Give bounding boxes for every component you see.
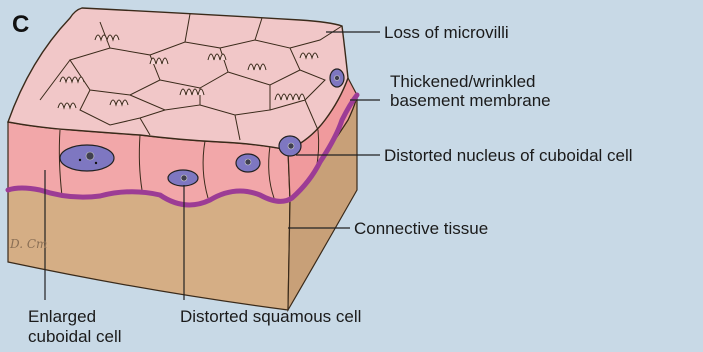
label-membrane-line2: basement membrane [390, 91, 551, 110]
label-connective-tissue: Connective tissue [354, 219, 488, 238]
label-enlarged-line1: Enlarged [28, 307, 96, 326]
label-membrane-line1: Thickened/wrinkled [390, 72, 536, 91]
artist-signature: D. Cm [9, 237, 47, 251]
label-loss-of-microvilli: Loss of microvilli [384, 23, 509, 42]
label-distorted-squamous: Distorted squamous cell [180, 307, 361, 326]
label-enlarged-line2: cuboidal cell [28, 327, 122, 346]
connective-tissue-front [8, 189, 290, 310]
epithelium-top-surface [8, 8, 348, 150]
panel-letter: C [12, 11, 29, 38]
label-distorted-nucleus: Distorted nucleus of cuboidal cell [384, 146, 633, 165]
